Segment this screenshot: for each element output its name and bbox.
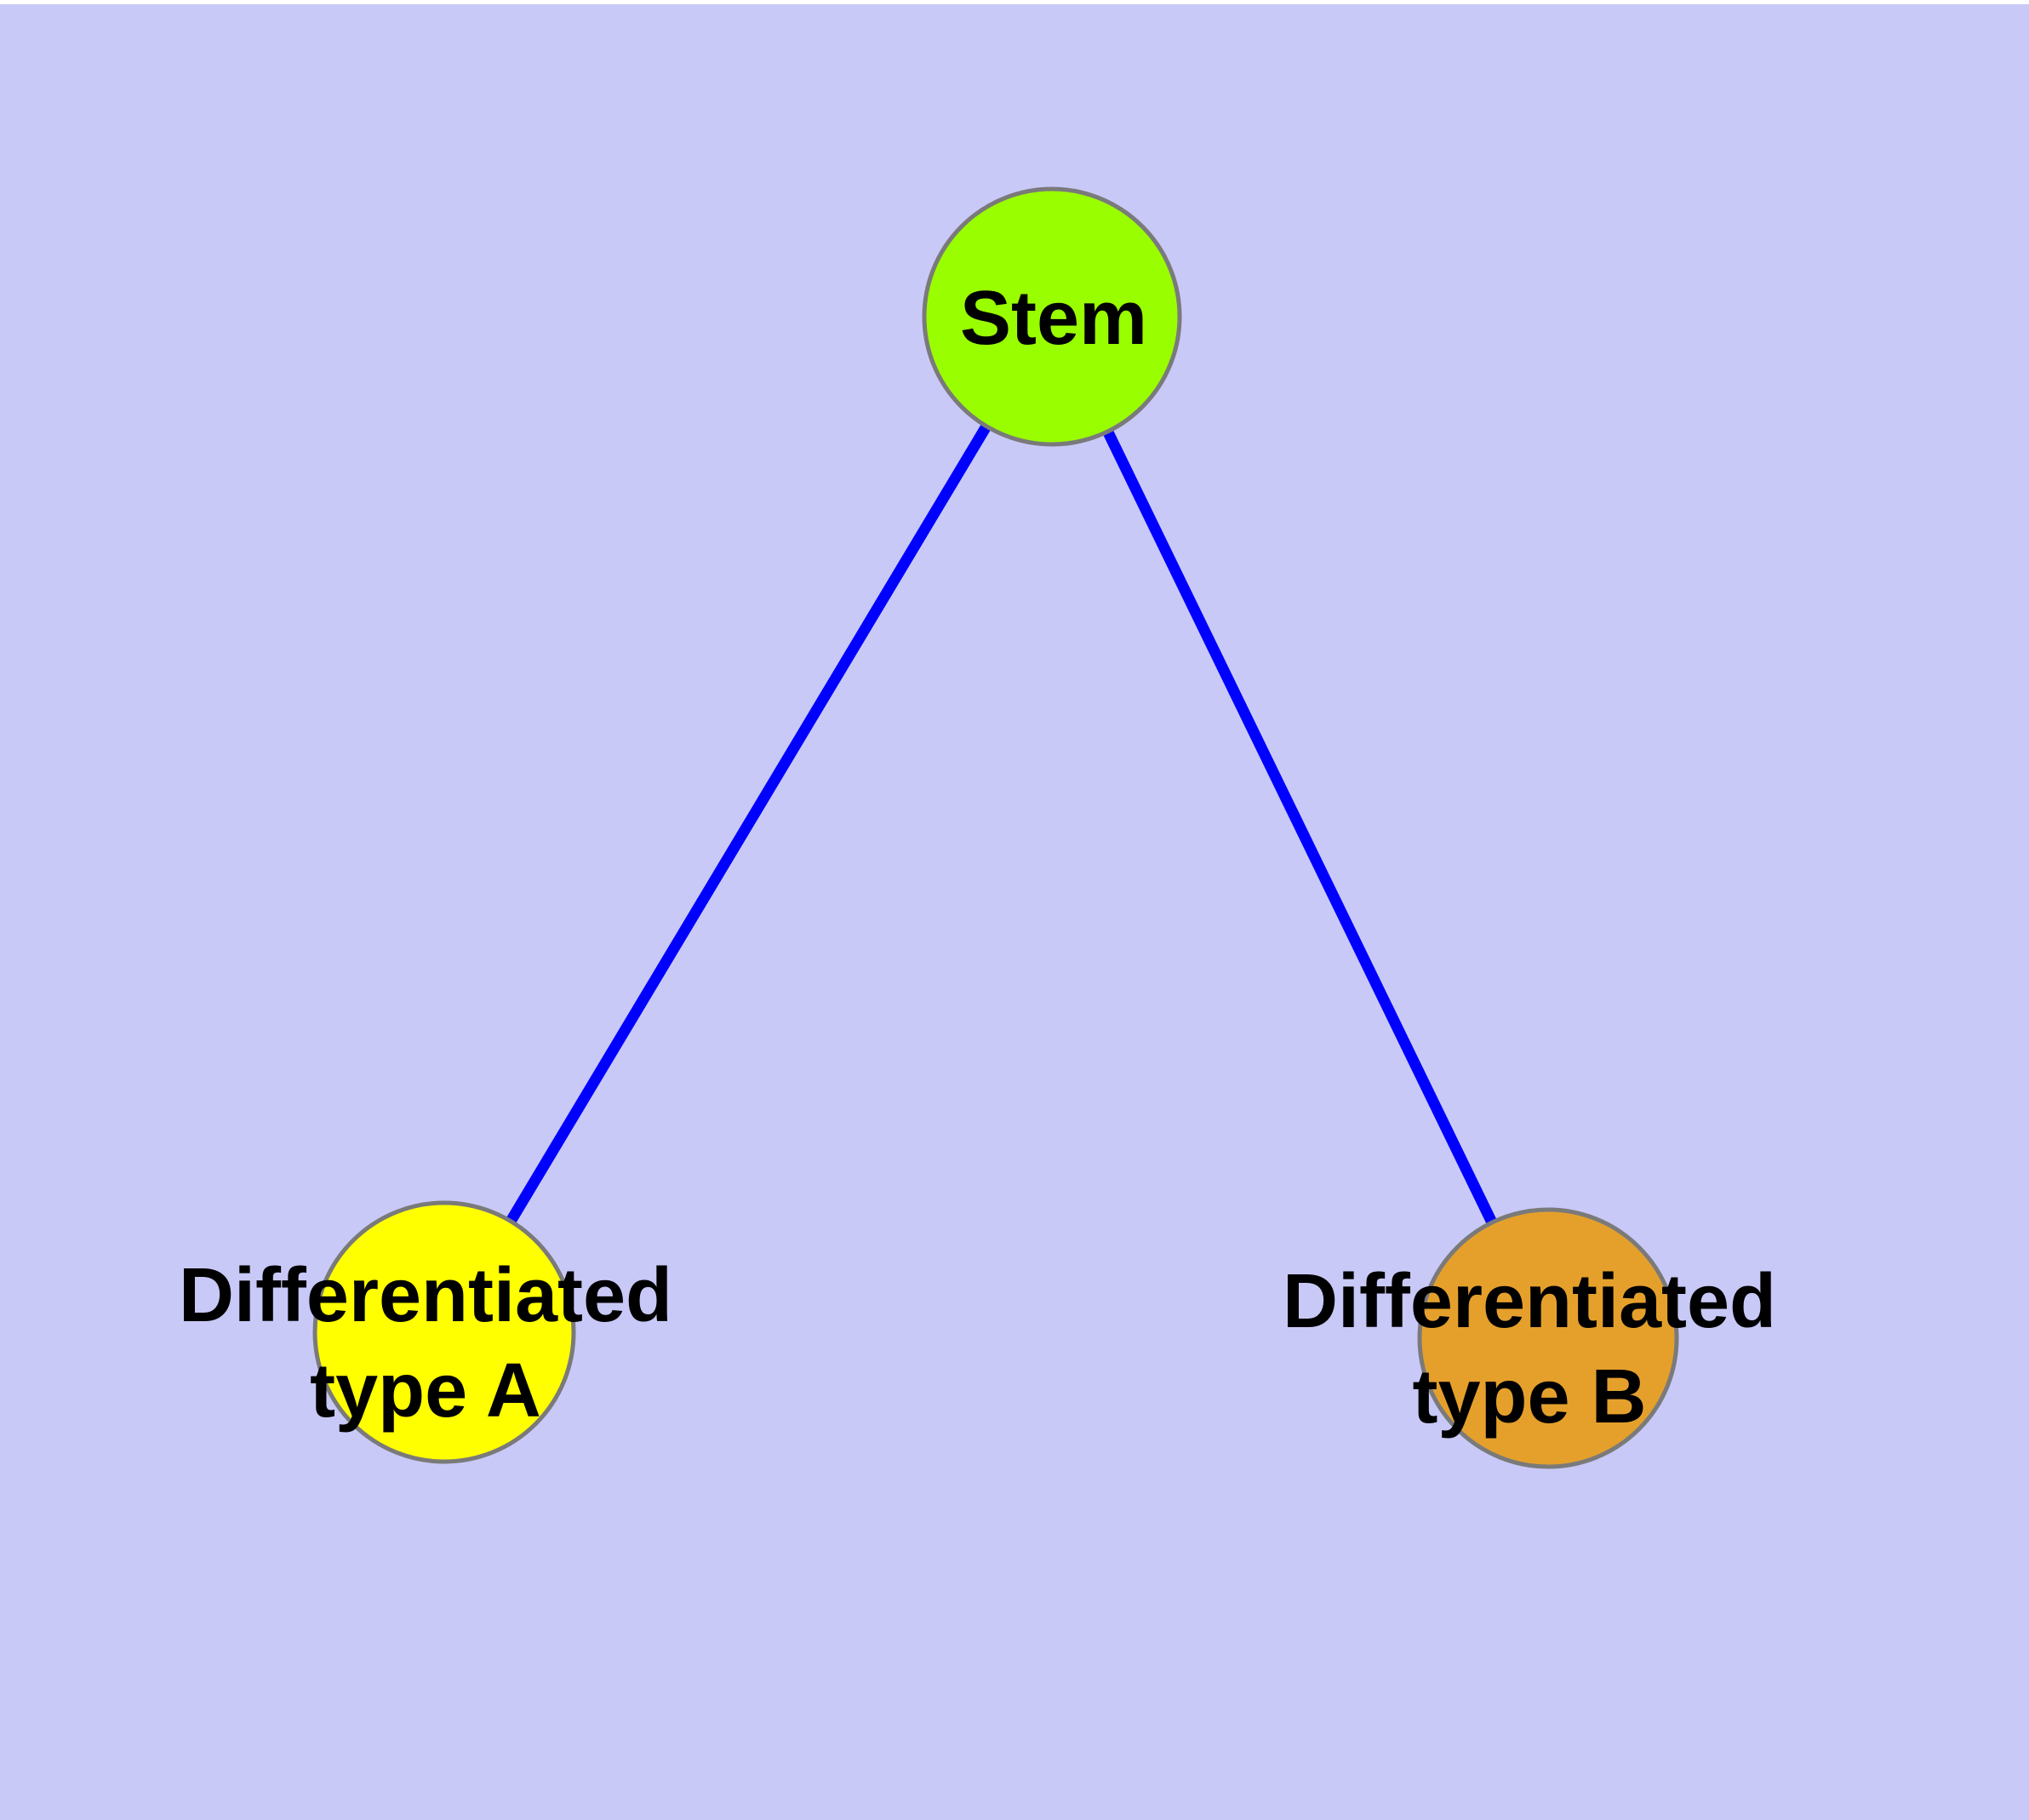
stem-node-circle — [922, 186, 1182, 447]
edges — [439, 313, 1553, 1341]
type-a-node-label-line1: Differentiated — [179, 1253, 672, 1338]
type-a-node-circle — [312, 1200, 576, 1464]
node-stem: Stem — [922, 186, 1182, 447]
type-b-node-label-line1: Differentiated — [1283, 1259, 1776, 1344]
node-differentiated-type-b: Differentiated type B — [1283, 1207, 1776, 1469]
node-differentiated-type-a: Differentiated type A — [179, 1200, 672, 1464]
type-a-node-label-line2: type A — [310, 1348, 541, 1434]
edge-stem-to-type-a — [439, 313, 1057, 1336]
edge-stem-to-type-b — [1047, 314, 1553, 1341]
stem-node-label: Stem — [960, 276, 1147, 361]
type-b-node-label-line2: type B — [1412, 1354, 1646, 1439]
type-b-node-circle — [1417, 1207, 1679, 1469]
